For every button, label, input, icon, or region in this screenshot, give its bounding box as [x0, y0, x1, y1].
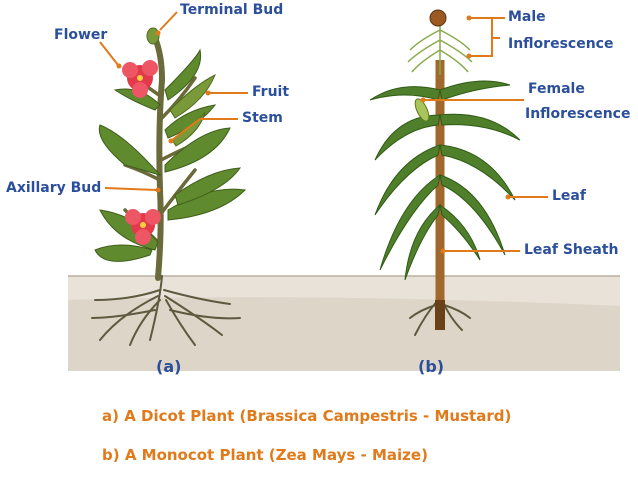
caption-monocot: b) A Monocot Plant (Zea Mays - Maize) [102, 446, 428, 464]
label-axillary-bud: Axillary Bud [6, 180, 102, 196]
dicot-flower-bottom [125, 209, 161, 245]
label-panel-b: (b) [418, 357, 445, 376]
dicot-stem [152, 35, 166, 281]
label-flower: Flower [54, 27, 108, 43]
monocot-leaves [369, 80, 521, 281]
female-inflorescence [414, 98, 430, 122]
dicot-plant [91, 27, 247, 346]
soil [68, 275, 620, 371]
caption-dicot: a) A Dicot Plant (Brassica Campestris - … [102, 407, 512, 425]
monocot-plant [369, 9, 521, 336]
label-leaf-sheath: Leaf Sheath [524, 242, 619, 258]
label-female-line2: Inflorescence [525, 106, 631, 122]
label-leaf: Leaf [552, 188, 586, 204]
pointer-dots [116, 15, 511, 254]
pointer-lines [99, 11, 548, 252]
label-panel-a: (a) [156, 357, 182, 376]
label-female-line1: Female [528, 81, 585, 97]
dicot-roots [91, 275, 241, 346]
label-male-line1: Male [508, 9, 546, 25]
male-inflorescence [407, 22, 473, 75]
label-stem: Stem [242, 110, 283, 126]
pointer-axillary-bud [104, 187, 158, 191]
pointer-flower [99, 41, 119, 66]
pointer-stem [171, 118, 238, 141]
label-terminal-bud: Terminal Bud [180, 2, 284, 18]
dicot-flower-top [122, 60, 158, 98]
pointer-terminal-bud [159, 11, 178, 31]
label-fruit: Fruit [252, 84, 290, 100]
label-male-line2: Inflorescence [508, 36, 614, 52]
